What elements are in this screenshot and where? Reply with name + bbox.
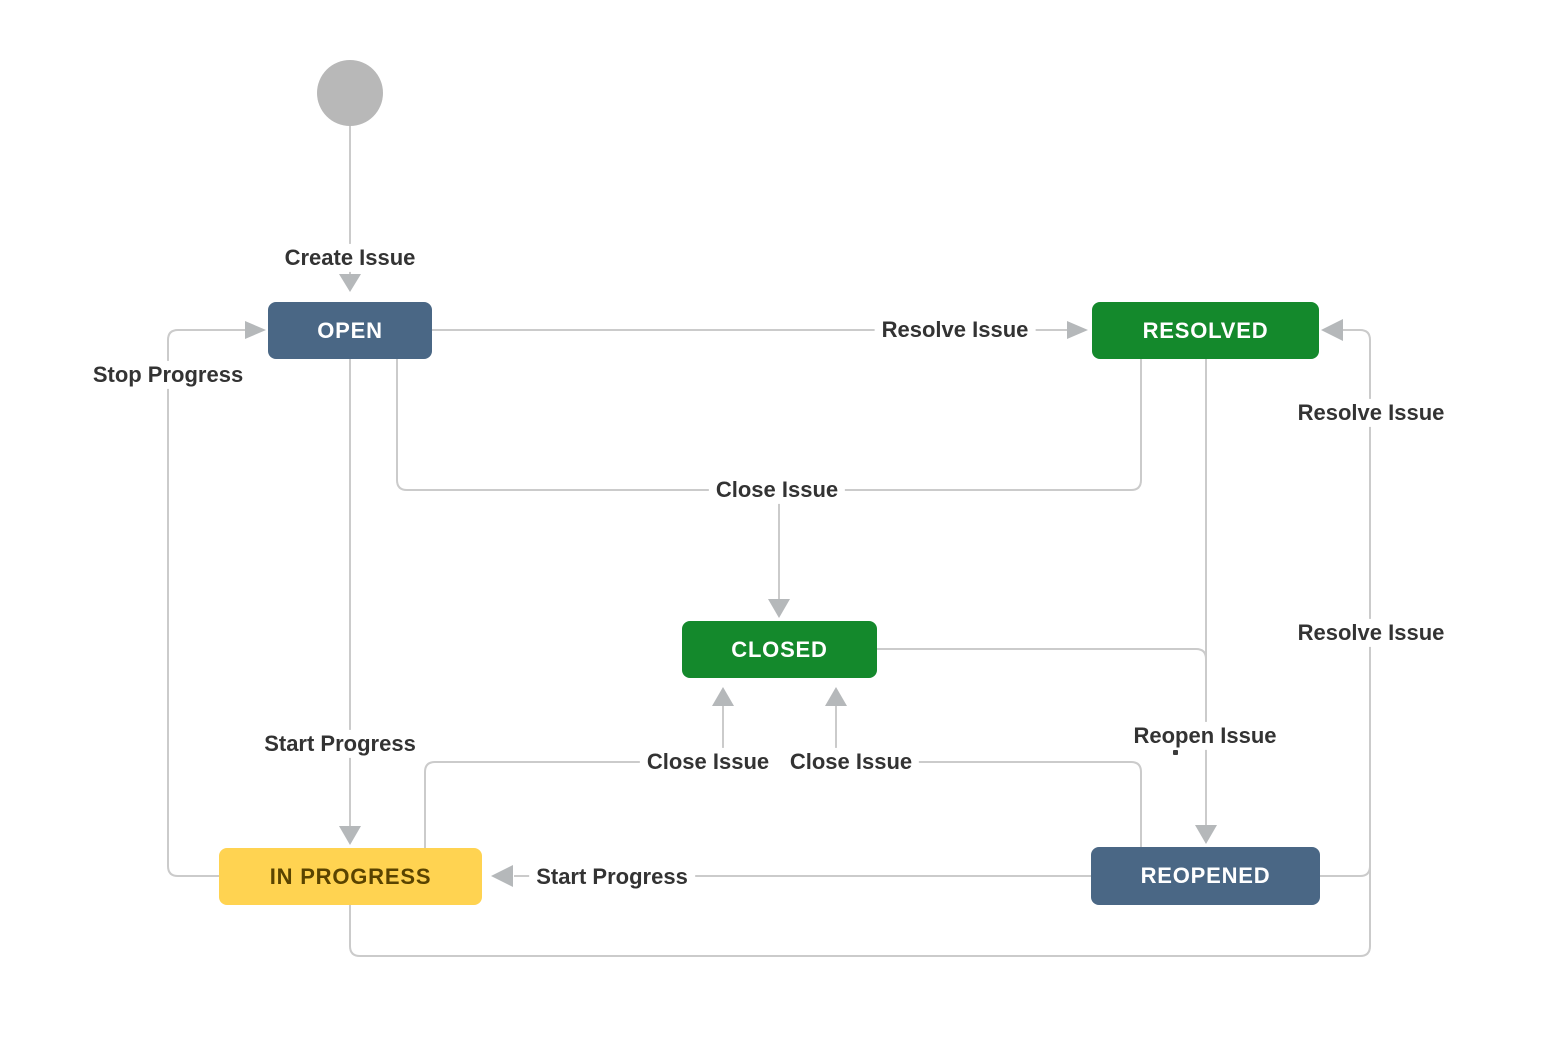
arrowhead-right-resolved	[1067, 321, 1088, 339]
arrowhead-down-closed-top	[768, 599, 790, 618]
transition-label-resolve-issue-open: Resolve Issue	[874, 315, 1036, 345]
arrowhead-left-inprogress	[491, 865, 513, 887]
state-reopened: REOPENED	[1091, 847, 1320, 905]
transition-label-reopen-issue: Reopen Issue	[1126, 721, 1284, 751]
start-node-circle	[317, 60, 383, 126]
arrowhead-down-reopened	[1195, 825, 1217, 844]
arrowhead-up-closed-left	[712, 687, 734, 706]
overlapping-label-artifact-dot	[1173, 750, 1178, 755]
transition-label-close-issue-inprogress: Close Issue	[639, 747, 777, 777]
arrowhead-up-closed-right	[825, 687, 847, 706]
edge-stop-progress-inprogress-to-open	[167, 321, 266, 877]
arrowhead-down-open	[339, 274, 361, 292]
state-closed: CLOSED	[682, 621, 877, 678]
state-in-progress: IN PROGRESS	[219, 848, 482, 905]
edge-resolve-issue-inprogress-to-resolved	[349, 319, 1371, 957]
transition-label-resolve-issue-upper: Resolve Issue	[1290, 398, 1452, 428]
edge-reopen-issue-to-reopened	[877, 359, 1217, 844]
edge-resolve-issue-reopened-join	[1320, 855, 1371, 877]
state-open: OPEN	[268, 302, 432, 359]
transition-label-stop-progress: Stop Progress	[85, 360, 251, 390]
edge-open-to-inprogress	[339, 359, 361, 845]
arrowhead-right-open	[245, 321, 266, 339]
transition-label-create-issue: Create Issue	[277, 243, 423, 273]
transition-label-close-issue-top: Close Issue	[708, 475, 846, 505]
state-resolved: RESOLVED	[1092, 302, 1319, 359]
arrowhead-left-resolved	[1321, 319, 1343, 341]
arrowhead-down-inprogress	[339, 826, 361, 845]
transition-label-resolve-issue-lower: Resolve Issue	[1290, 618, 1452, 648]
transition-label-close-issue-reopened: Close Issue	[782, 747, 920, 777]
transition-label-start-progress-open: Start Progress	[257, 729, 423, 759]
transition-label-start-progress-reopened: Start Progress	[529, 862, 695, 892]
